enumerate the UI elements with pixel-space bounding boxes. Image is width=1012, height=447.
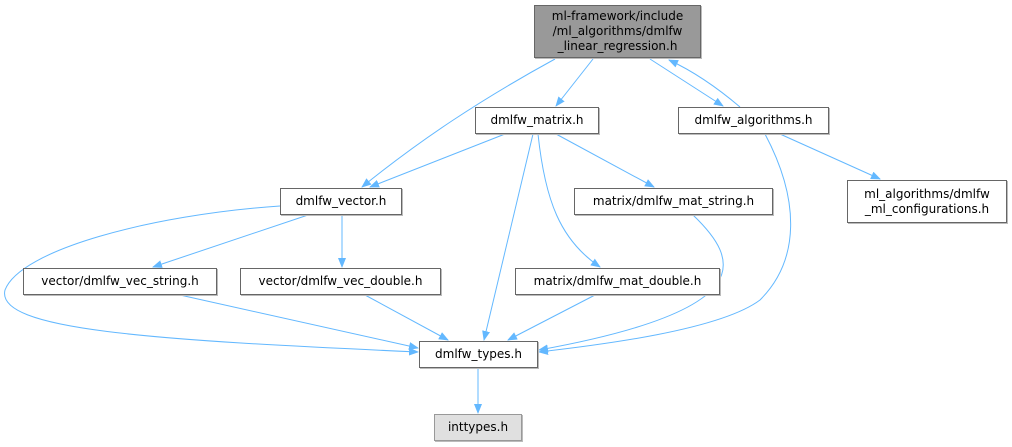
node-label-line: /ml_algorithms/dmlfw [552, 24, 683, 38]
node-label: dmlfw_types.h [435, 347, 522, 361]
edge-root-matrix [555, 58, 594, 107]
node-label-line: ml_algorithms/dmlfw [864, 186, 990, 201]
node-vec-string-h[interactable]: vector/dmlfw_vec_string.h [23, 268, 217, 295]
edge-algorithms-root [668, 59, 741, 108]
edge-vecdouble-types [364, 294, 449, 341]
node-mat-double-h[interactable]: matrix/dmlfw_mat_double.h [515, 268, 720, 295]
edge-matrix-matstring [555, 133, 655, 188]
node-label: matrix/dmlfw_mat_double.h [533, 274, 702, 288]
node-label: vector/dmlfw_vec_string.h [41, 274, 199, 288]
node-dmlfw-types-h[interactable]: dmlfw_types.h [419, 341, 538, 368]
edge-matrix-vector [369, 133, 506, 188]
node-label-line: _linear_regression.h [557, 39, 678, 53]
node-dmlfw-vector-h[interactable]: dmlfw_vector.h [280, 188, 402, 215]
edge-vector-types [4, 205, 419, 356]
node-dmlfw-algorithms-h[interactable]: dmlfw_algorithms.h [678, 107, 829, 134]
node-label: inttypes.h [447, 420, 509, 434]
node-label: dmlfw_vector.h [295, 194, 387, 208]
edge-matdouble-types [507, 294, 596, 341]
edge-algorithms-mlconfig [779, 133, 881, 180]
node-label: dmlfw_matrix.h [490, 113, 584, 127]
node-label-line: ml-framework/include [551, 9, 684, 23]
node-label: vector/dmlfw_vec_double.h [258, 274, 423, 288]
node-label: dmlfw_algorithms.h [694, 113, 813, 127]
node-label: matrix/dmlfw_mat_string.h [592, 194, 755, 208]
node-label-line: _ml_configurations.h [864, 201, 990, 216]
edge-root-algorithms [649, 58, 724, 107]
node-ml-configurations-h[interactable]: ml_algorithms/dmlfw _ml_configurations.h [847, 180, 1007, 223]
edge-matrix-types [482, 133, 534, 341]
node-vec-double-h[interactable]: vector/dmlfw_vec_double.h [240, 268, 441, 295]
node-linear-regression-h[interactable]: ml-framework/include /ml_algorithms/dmlf… [534, 5, 701, 58]
edge-matrix-matdouble [537, 133, 601, 268]
edge-algorithms-types [538, 133, 792, 355]
edge-root-vector [361, 58, 556, 188]
edge-vector-vecstring [152, 214, 309, 268]
node-dmlfw-matrix-h[interactable]: dmlfw_matrix.h [475, 107, 599, 134]
node-mat-string-h[interactable]: matrix/dmlfw_mat_string.h [574, 188, 773, 215]
edge-vecstring-types [179, 294, 419, 350]
node-inttypes-h: inttypes.h [434, 414, 522, 441]
